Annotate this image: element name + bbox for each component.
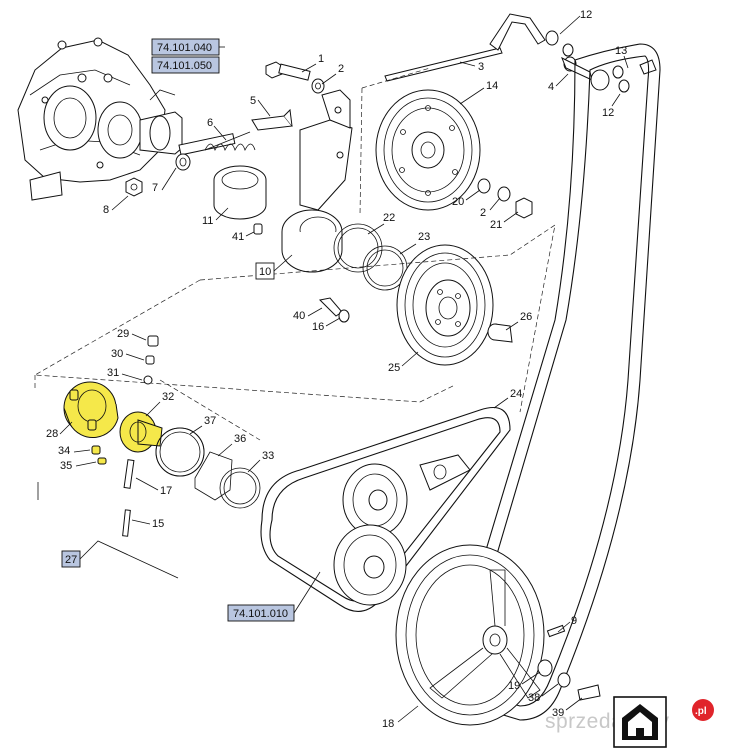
ref-10[interactable]: 10: [255, 262, 275, 280]
ref-74-101-040[interactable]: 74.101.040: [151, 38, 220, 56]
svg-text:21: 21: [490, 219, 502, 231]
svg-text:11: 11: [202, 215, 213, 227]
svg-text:37: 37: [204, 415, 216, 427]
svg-text:19: 19: [508, 680, 520, 692]
svg-text:2: 2: [480, 207, 486, 219]
svg-text:18: 18: [382, 718, 394, 730]
spring-6: [204, 131, 256, 152]
bolt-1: [265, 61, 311, 81]
pulley-25: [396, 244, 494, 366]
svg-text:74.101.010: 74.101.010: [233, 608, 288, 620]
svg-text:38: 38: [528, 692, 540, 704]
svg-text:16: 16: [312, 321, 324, 333]
svg-text:8: 8: [103, 204, 109, 216]
washer-2-top: [311, 78, 325, 94]
svg-text:20: 20: [452, 196, 464, 208]
svg-text:17: 17: [160, 485, 172, 497]
pin-41: [253, 223, 263, 235]
shaft-parts: [125, 133, 236, 197]
rod-3: [384, 13, 546, 82]
svg-text:74.101.040: 74.101.040: [157, 42, 212, 54]
rings-37-36-33: [155, 427, 261, 509]
svg-text:26: 26: [520, 311, 532, 323]
svg-text:27: 27: [65, 554, 77, 566]
svg-text:6: 6: [207, 117, 213, 129]
washer-19-bolt-39-pin-9: [537, 624, 601, 701]
pulley-18: [395, 544, 545, 726]
svg-text:23: 23: [418, 231, 430, 243]
svg-text:24: 24: [510, 388, 522, 400]
svg-text:12: 12: [580, 9, 592, 21]
clutch-housing-28: [63, 381, 119, 439]
dashed-lines: [33, 67, 556, 441]
svg-text:1: 1: [318, 53, 324, 65]
screw-34-35: [91, 445, 107, 465]
svg-text:34: 34: [58, 445, 70, 457]
svg-text:4: 4: [548, 81, 554, 93]
ring-22: [333, 223, 383, 273]
svg-text:13: 13: [615, 45, 627, 57]
svg-text:14: 14: [486, 80, 498, 92]
svg-text:32: 32: [162, 391, 174, 403]
plate-5: [251, 108, 293, 131]
bolt-40-washer-16: [318, 297, 350, 323]
svg-text:74.101.050: 74.101.050: [157, 60, 212, 72]
ref-74-101-050[interactable]: 74.101.050: [151, 56, 220, 74]
svg-text:25: 25: [388, 362, 400, 374]
ref-74-101-010[interactable]: 74.101.010: [227, 604, 295, 622]
house-arrow-icon[interactable]: [613, 696, 667, 748]
svg-text:30: 30: [111, 348, 123, 360]
svg-text:7: 7: [152, 182, 158, 194]
hub-32: [119, 411, 163, 453]
bushing-11: [213, 165, 267, 220]
svg-text:5: 5: [250, 95, 256, 107]
svg-text:3: 3: [478, 61, 484, 73]
bushing-26: [487, 323, 513, 343]
fitting-29-30-31: [143, 335, 159, 385]
callouts: 1 2 3 4 5 6 7 8 9 11 12 12 13 14 15 16 1…: [46, 9, 629, 730]
svg-text:35: 35: [60, 460, 72, 472]
svg-text:.pl: .pl: [695, 706, 707, 717]
svg-text:2: 2: [338, 63, 344, 75]
tensioner-arm-10: [281, 89, 353, 273]
svg-text:28: 28: [46, 428, 58, 440]
belt-long: [446, 43, 661, 721]
svg-text:15: 15: [152, 518, 164, 530]
washers-20-2-21: [477, 178, 533, 219]
svg-text:29: 29: [117, 328, 129, 340]
pulley-14: [375, 89, 481, 211]
ref-27[interactable]: 27: [61, 550, 81, 568]
tensioner-pulleys-center: [333, 454, 471, 606]
gearbox-assembly: [17, 37, 183, 201]
svg-text:39: 39: [552, 707, 564, 719]
svg-text:9: 9: [571, 615, 577, 627]
small-parts-12-13-4: [545, 30, 657, 93]
svg-text:10: 10: [259, 266, 271, 278]
svg-text:33: 33: [262, 450, 274, 462]
belt-24: [260, 406, 511, 612]
pins-17-15: [122, 459, 135, 537]
svg-text:36: 36: [234, 433, 246, 445]
svg-text:12: 12: [602, 107, 614, 119]
svg-text:41: 41: [232, 231, 244, 243]
svg-text:40: 40: [293, 310, 305, 322]
svg-text:31: 31: [107, 367, 119, 379]
svg-text:22: 22: [383, 212, 395, 224]
